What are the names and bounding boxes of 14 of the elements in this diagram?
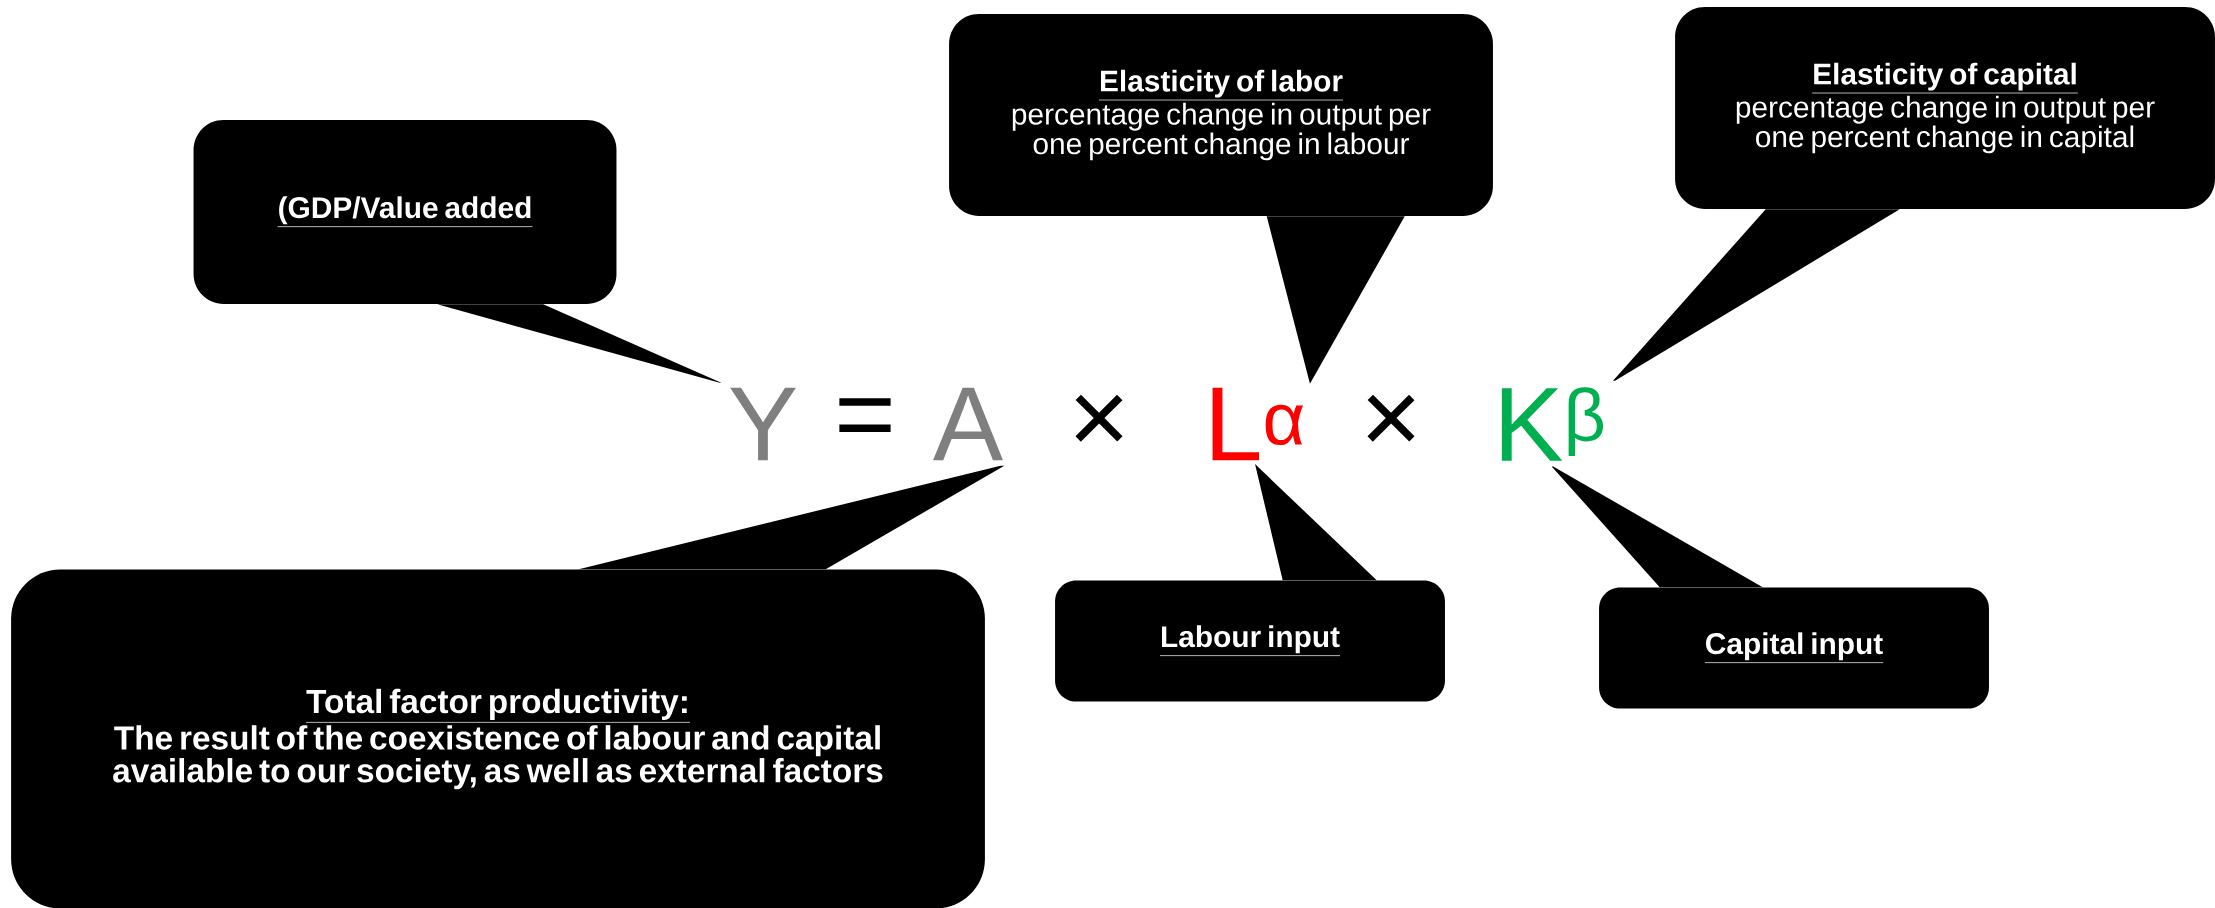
formula-symbol: A <box>933 387 1003 461</box>
callout-pointer <box>437 304 722 383</box>
callout-pointer <box>1551 466 1763 588</box>
operator-sign: × <box>1075 394 1123 442</box>
callout-pointer <box>1255 464 1377 581</box>
callout-pointer <box>1266 216 1405 384</box>
callout-pointer <box>578 465 1005 570</box>
formula-symbol: Y <box>730 387 796 461</box>
operator-sign: = <box>839 398 891 433</box>
formula-symbol: L$^{α}$ <box>1212 387 1304 461</box>
callout-pointer <box>1613 209 1900 381</box>
formula-symbol: K$^{β}$ <box>1501 387 1603 461</box>
callout-box: Capital input <box>1599 587 1989 709</box>
operator-sign: × <box>1367 394 1415 442</box>
